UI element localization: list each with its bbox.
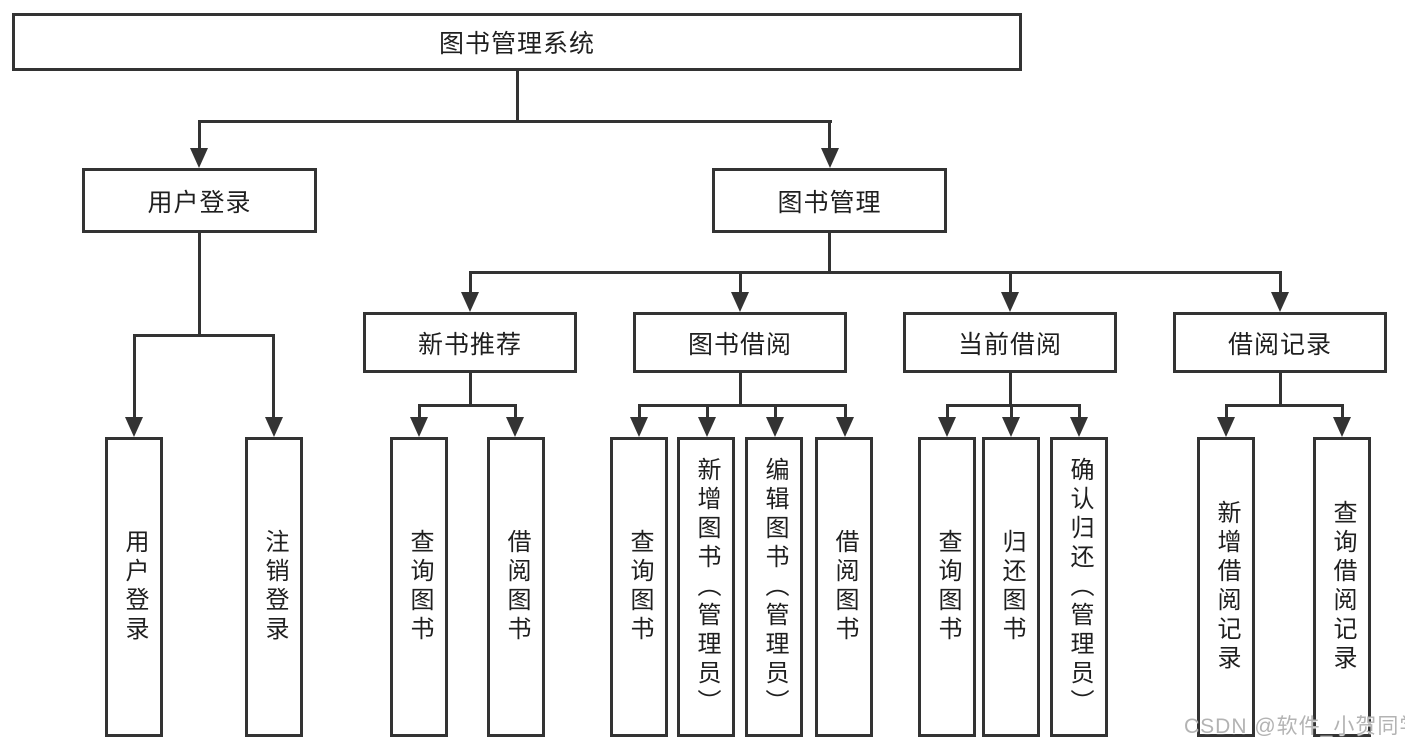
leaf-label: 确认归还（管理员） <box>1066 456 1093 718</box>
connector-vline <box>197 231 201 336</box>
connector-vline <box>828 231 831 272</box>
node-current-borrowing: 当前借阅 <box>903 312 1117 373</box>
node-book-management: 图书管理 <box>712 168 947 233</box>
connector-vline <box>1340 404 1344 421</box>
connector-vline <box>197 120 201 152</box>
leaf-label: 查询图书 <box>406 529 433 645</box>
connector-hline <box>468 270 1282 274</box>
arrowhead-down-icon <box>1217 417 1235 437</box>
node-label: 图书借阅 <box>687 330 792 359</box>
arrowhead-down-icon <box>938 417 956 437</box>
connector-vline <box>1278 270 1282 297</box>
node-new-book-recommendation: 新书推荐 <box>363 312 577 373</box>
leaf-label: 编辑图书（管理员） <box>761 456 788 718</box>
connector-vline <box>1009 404 1013 421</box>
leaf-user-login: 用户登录 <box>105 437 163 737</box>
connector-vline <box>1008 371 1012 406</box>
connector-vline <box>468 270 472 297</box>
arrowhead-down-icon <box>698 417 716 437</box>
leaf-label: 注销登录 <box>261 529 288 645</box>
leaf-logout: 注销登录 <box>245 437 303 737</box>
arrowhead-down-icon <box>731 292 749 312</box>
arrowhead-down-icon <box>766 417 784 437</box>
leaf-label: 查询图书 <box>626 529 653 645</box>
leaf-edit-books-admin: 编辑图书（管理员） <box>745 437 803 737</box>
arrowhead-down-icon <box>410 417 428 437</box>
node-book-borrowing: 图书借阅 <box>633 312 847 373</box>
node-library-management-system: 图书管理系统 <box>12 13 1022 71</box>
arrowhead-down-icon <box>630 417 648 437</box>
leaf-query-borrow-record: 查询借阅记录 <box>1313 437 1371 737</box>
node-user-login: 用户登录 <box>82 168 317 233</box>
connector-vline <box>1278 371 1282 406</box>
node-label: 用户登录 <box>147 188 252 217</box>
connector-hline <box>1224 404 1344 407</box>
leaf-borrow-books-recommend: 借阅图书 <box>487 437 545 737</box>
leaf-query-books-borrowing: 查询图书 <box>610 437 668 737</box>
connector-hline <box>197 120 832 123</box>
connector-vline <box>843 404 847 421</box>
leaf-label: 借阅图书 <box>503 529 530 645</box>
connector-vline <box>272 333 275 422</box>
arrowhead-down-icon <box>264 417 283 437</box>
node-borrowing-records: 借阅记录 <box>1173 312 1387 373</box>
arrowhead-down-icon <box>461 292 479 312</box>
leaf-return-books: 归还图书 <box>982 437 1040 737</box>
connector-hline <box>132 333 275 337</box>
connector-vline <box>637 404 641 421</box>
node-label: 新书推荐 <box>417 330 522 359</box>
connector-vline <box>828 120 831 152</box>
connector-vline <box>417 404 421 421</box>
connector-hline <box>637 404 847 407</box>
connector-vline <box>513 404 517 421</box>
connector-vline <box>468 371 472 406</box>
arrowhead-down-icon <box>506 417 524 437</box>
arrowhead-down-icon <box>836 417 854 437</box>
arrowhead-down-icon <box>1070 417 1088 437</box>
connector-vline <box>705 404 709 421</box>
arrowhead-down-icon <box>190 148 208 168</box>
leaf-label: 归还图书 <box>998 529 1025 645</box>
connector-vline <box>945 404 949 421</box>
arrowhead-down-icon <box>125 417 143 437</box>
connector-vline <box>738 371 742 406</box>
arrowhead-down-icon <box>820 148 839 168</box>
leaf-add-borrow-record: 新增借阅记录 <box>1197 437 1255 737</box>
arrowhead-down-icon <box>1002 417 1020 437</box>
leaf-borrow-books-borrowing: 借阅图书 <box>815 437 873 737</box>
node-label: 当前借阅 <box>957 330 1062 359</box>
connector-vline <box>773 404 777 421</box>
connector-hline <box>417 404 517 407</box>
connector-vline <box>132 333 136 422</box>
leaf-query-books-recommend: 查询图书 <box>390 437 448 737</box>
arrowhead-down-icon <box>1333 417 1351 437</box>
arrowhead-down-icon <box>1001 292 1019 312</box>
leaf-add-books-admin: 新增图书（管理员） <box>677 437 735 737</box>
leaf-label: 用户登录 <box>121 529 148 645</box>
watermark: CSDN @软件_小贺同学 <box>1184 715 1405 738</box>
connector-hline <box>945 404 1081 407</box>
leaf-query-books-current: 查询图书 <box>918 437 976 737</box>
node-label: 图书管理系统 <box>438 30 595 58</box>
leaf-label: 新增借阅记录 <box>1213 500 1240 674</box>
leaf-confirm-return-admin: 确认归还（管理员） <box>1050 437 1108 737</box>
node-label: 图书管理 <box>777 188 882 217</box>
leaf-label: 查询图书 <box>934 529 961 645</box>
connector-vline <box>515 70 519 122</box>
leaf-label: 借阅图书 <box>831 529 858 645</box>
arrowhead-down-icon <box>1271 292 1289 312</box>
leaf-label: 查询借阅记录 <box>1329 500 1356 674</box>
node-label: 借阅记录 <box>1227 330 1332 359</box>
connector-vline <box>1224 404 1228 421</box>
connector-vline <box>1077 404 1081 421</box>
connector-vline <box>1008 270 1012 297</box>
leaf-label: 新增图书（管理员） <box>693 456 720 718</box>
connector-vline <box>738 270 742 297</box>
